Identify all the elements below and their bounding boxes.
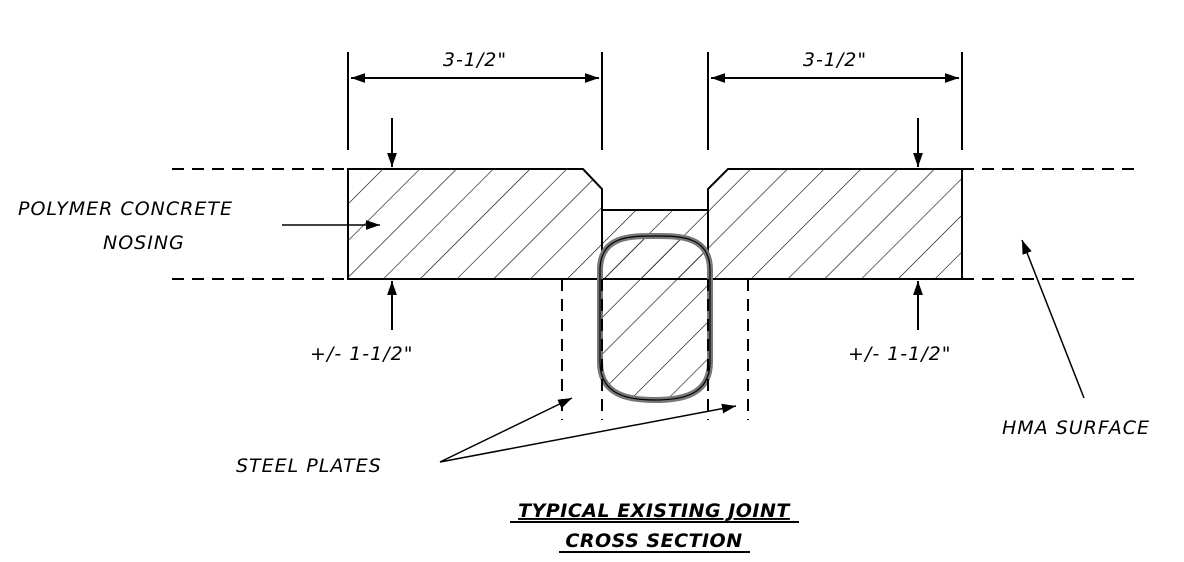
- drawing-title: TYPICAL EXISTING JOINT CROSS SECTION: [510, 500, 799, 553]
- steel-plates-leader-1: [439, 397, 573, 463]
- steel-seal-outline: [599, 235, 711, 401]
- title-line2: CROSS SECTION: [565, 530, 742, 552]
- right-depth-label: +/- 1-1/2": [848, 343, 951, 365]
- right-nosing: [707, 168, 963, 280]
- callout-labels: POLYMER CONCRETE NOSING STEEL PLATES HMA…: [18, 198, 1150, 477]
- steel-plate-lines: [561, 279, 749, 420]
- right-width-label: 3-1/2": [803, 49, 867, 71]
- steel-plates-label: STEEL PLATES: [236, 455, 382, 477]
- steel-seal-element: [597, 232, 713, 404]
- left-width-label: 3-1/2": [443, 49, 507, 71]
- steel-plates-leader-2: [439, 403, 737, 463]
- depth-dimensions: +/- 1-1/2" +/- 1-1/2": [310, 118, 951, 365]
- left-depth-label: +/- 1-1/2": [310, 343, 413, 365]
- nosing-label-line2: NOSING: [103, 232, 185, 254]
- hma-surface-label: HMA SURFACE: [1002, 417, 1150, 439]
- joint-body: [347, 168, 963, 404]
- leaders: [282, 220, 1085, 463]
- title-line1: TYPICAL EXISTING JOINT: [518, 500, 791, 522]
- width-dimensions: 3-1/2" 3-1/2": [347, 49, 963, 150]
- nosing-label-line1: POLYMER CONCRETE: [18, 198, 233, 220]
- surface-lines: [172, 168, 1140, 280]
- left-nosing: [347, 168, 603, 280]
- hma-surface-leader: [1021, 239, 1085, 399]
